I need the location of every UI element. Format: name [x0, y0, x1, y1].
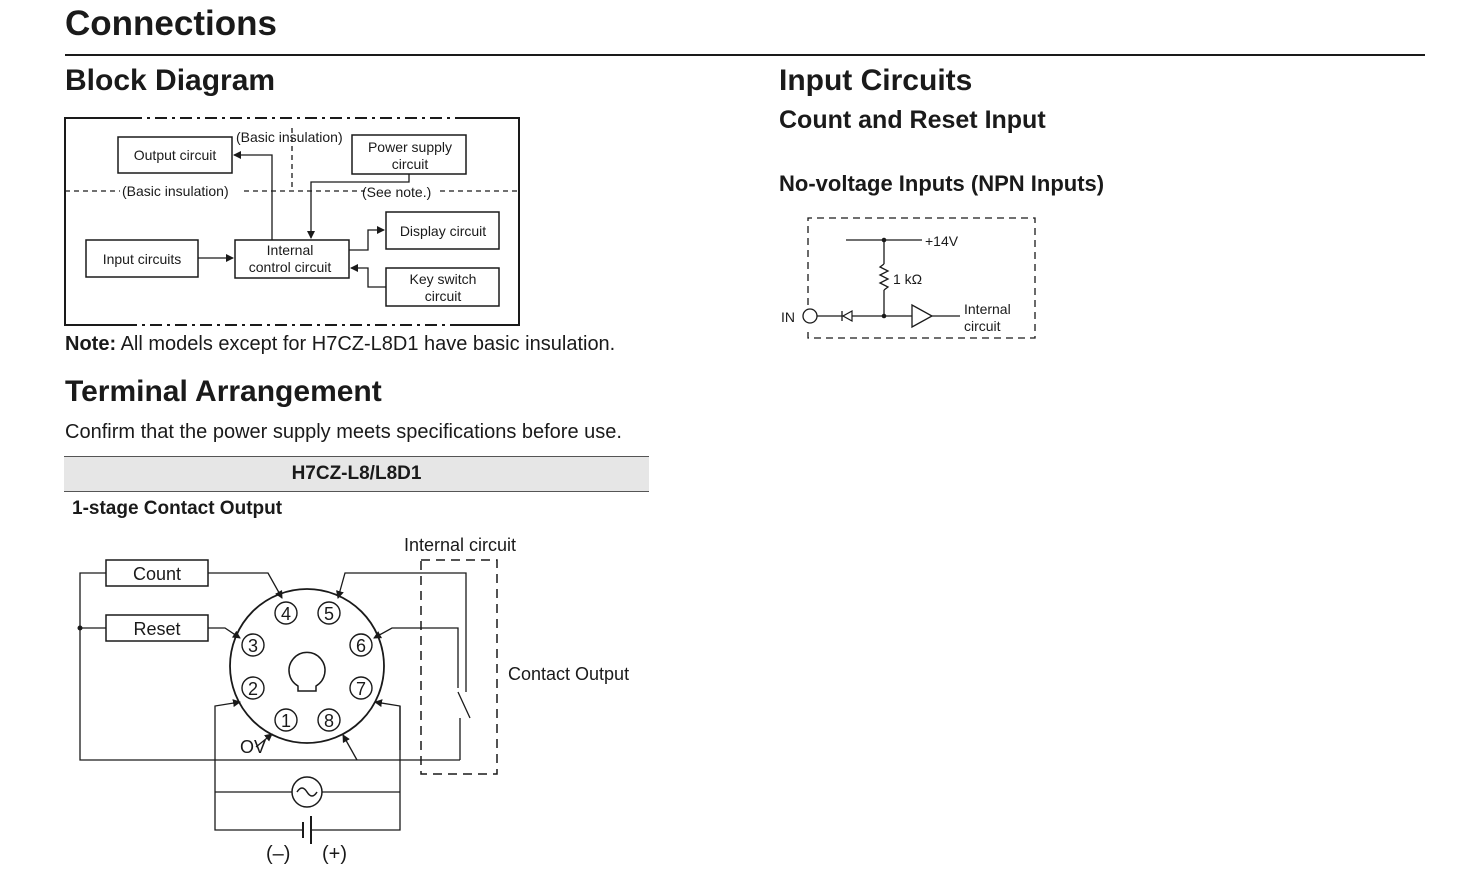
display-circuit-label: Display circuit: [400, 223, 486, 239]
svg-text:8: 8: [324, 711, 334, 731]
internal-control-label-1: Internal: [267, 242, 314, 258]
basic-insulation-top-label: (Basic insulation): [236, 129, 343, 145]
power-supply-label-1: Power supply: [368, 139, 452, 155]
terminal-arrangement-heading: Terminal Arrangement: [65, 375, 382, 408]
common-rail: [79, 572, 460, 761]
note-text: All models except for H7CZ-L8D1 have bas…: [120, 333, 616, 355]
contact-output-label: Contact Output: [508, 664, 629, 684]
rail-junction: [77, 625, 83, 631]
pin-4: 4: [274, 601, 298, 625]
svg-text:4: 4: [281, 604, 291, 624]
resistor: [878, 263, 890, 291]
svg-text:3: 3: [248, 636, 258, 656]
in-label: IN: [781, 309, 795, 325]
block-diagram: Output circuit Power supply circuit Inpu…: [64, 117, 520, 326]
input-circuits-label: Input circuits: [103, 251, 182, 267]
frame-right: [455, 117, 520, 326]
count-reset-heading: Count and Reset Input: [779, 106, 1046, 134]
svg-text:7: 7: [356, 679, 366, 699]
contact-switch: [457, 691, 471, 719]
terminal-arrangement-description: Confirm that the power supply meets spec…: [65, 421, 622, 443]
wire-count-to-pin4: [208, 572, 283, 599]
socket-key: [288, 651, 326, 692]
internal-circuit-label: Internal circuit: [404, 535, 516, 555]
internal-dashed-box: [807, 217, 1036, 339]
wire-ov-to-pin1: [255, 733, 273, 748]
plus-label: (+): [322, 843, 347, 865]
internal-control-label-2: control circuit: [249, 259, 332, 275]
diode-triangle: [841, 309, 853, 323]
pin-3: 3: [241, 633, 265, 657]
power-supply-box: [351, 134, 467, 175]
resistor-label: 1 kΩ: [893, 271, 922, 287]
arrow-control-to-output: [233, 151, 273, 240]
title-rule: [65, 54, 1425, 56]
pin-8: 8: [317, 708, 341, 732]
pin-6: 6: [349, 633, 373, 657]
ov-label: OV: [240, 737, 266, 757]
in-terminal: [802, 308, 818, 324]
count-label: Count: [133, 564, 181, 584]
voltage-label: +14V: [925, 233, 959, 249]
svg-text:5: 5: [324, 604, 334, 624]
terminal-subheading: 1-stage Contact Output: [72, 498, 283, 519]
dc-wire-right: [312, 800, 401, 831]
npn-inputs-heading: No-voltage Inputs (NPN Inputs): [779, 171, 1105, 196]
internal-circuit-box: [420, 559, 498, 775]
note-label: Note:: [65, 333, 117, 355]
internal-circuit-label-2: circuit: [964, 318, 1001, 334]
buffer-symbol: [911, 303, 934, 329]
wire-power-to-pin2: [214, 699, 241, 800]
see-note-label: (See note.): [362, 184, 431, 200]
internal-control-box: [234, 239, 350, 279]
socket-outline: [229, 588, 385, 744]
arrow-power-to-control: [307, 174, 410, 239]
input-circuits-heading: Input Circuits: [779, 64, 973, 97]
wire-contact-to-pin5: [336, 572, 467, 692]
power-supply-label-2: circuit: [392, 156, 429, 172]
minus-label: (–): [266, 843, 290, 865]
key-switch-label-2: circuit: [425, 288, 462, 304]
wire-power-to-pin7: [374, 699, 401, 800]
npn-input-circuit: +14V 1 kΩ IN Internal circuit: [781, 217, 1036, 339]
output-circuit-label: Output circuit: [134, 147, 217, 163]
basic-insulation-mid-label: (Basic insulation): [122, 183, 229, 199]
page-title: Connections: [65, 4, 277, 43]
internal-circuit-label-1: Internal: [964, 301, 1011, 317]
arrow-control-to-display: [349, 226, 385, 251]
svg-text:1: 1: [281, 711, 291, 731]
svg-text:6: 6: [356, 636, 366, 656]
block-diagram-heading: Block Diagram: [65, 64, 276, 97]
model-band: H7CZ-L8/L8D1: [64, 456, 649, 492]
pin-5: 5: [317, 601, 341, 625]
display-circuit-box: [385, 211, 500, 250]
ac-wave: [296, 787, 318, 797]
frame-left: [64, 117, 130, 326]
wire-to-pin8: [342, 734, 358, 761]
pin-1: 1: [274, 708, 298, 732]
key-switch-label-1: Key switch: [410, 271, 477, 287]
pin-7: 7: [349, 676, 373, 700]
wire-contact-to-pin6: [373, 627, 459, 688]
wire-reset-to-pin3: [208, 627, 241, 639]
dc-wire-left: [214, 800, 302, 831]
input-circuits-box: [85, 239, 199, 278]
svg-text:2: 2: [248, 679, 258, 699]
output-circuit-box: [117, 136, 233, 174]
terminal-diagram: Count Reset 4 5 3 6 2 7 1 8 Internal cir…: [77, 535, 629, 865]
pin-2: 2: [241, 676, 265, 700]
block-diagram-note: Note: All models except for H7CZ-L8D1 ha…: [65, 333, 615, 356]
reset-label: Reset: [133, 619, 180, 639]
arrow-key-to-control: [350, 264, 386, 288]
key-switch-box: [385, 267, 500, 307]
